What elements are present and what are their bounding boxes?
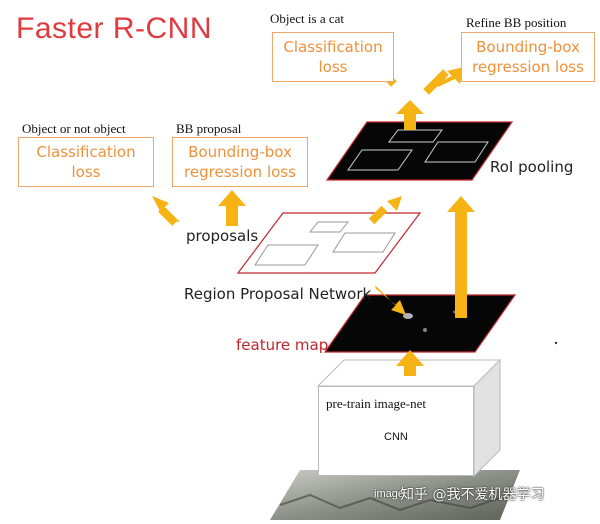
arrow-proposals-to-roi-shaft	[368, 205, 388, 225]
roi-box	[388, 129, 443, 143]
bbox-regression-loss-box-rpn: Bounding-box regression loss	[172, 137, 308, 187]
rpn-label: Region Proposal Network	[184, 285, 372, 303]
arrow-proposals-to-bb-loss	[218, 190, 246, 226]
page-title: Faster R-CNN	[16, 12, 213, 45]
roi-box	[424, 141, 489, 163]
arrow-proposals-to-roi	[376, 196, 402, 222]
cnn-block-side	[473, 358, 501, 478]
watermark: 知乎 @我不爱机器学习	[400, 487, 545, 503]
reg-caption-top: Refine BB position	[466, 15, 567, 30]
feature-map-plane	[323, 294, 517, 353]
proposals-label: proposals	[186, 227, 259, 245]
proposals-plane	[236, 212, 422, 274]
image-label: image	[374, 488, 404, 500]
feature-map-label: feature map	[236, 336, 329, 354]
proposal-box	[308, 221, 350, 233]
classification-loss-line2: loss	[318, 58, 348, 76]
arrow-roi-to-bb-loss-shaft	[423, 69, 449, 95]
feature-map-activation	[423, 328, 427, 332]
reg-caption-rpn: BB proposal	[176, 121, 242, 136]
proposal-box	[254, 244, 319, 266]
classification-loss-box-top: Classification loss	[272, 32, 394, 82]
classification-loss-box-rpn: Classification loss	[18, 137, 154, 187]
input-image-texture	[279, 493, 501, 512]
cnn-block	[318, 386, 474, 476]
cnn-label: CNN	[384, 431, 408, 443]
bbox-regression-loss-box-top: Bounding-box regression loss	[461, 32, 595, 82]
arrow-proposals-to-cls-loss-shaft	[158, 206, 178, 226]
input-image-plane	[270, 470, 520, 520]
cnn-caption: pre-train image-net	[326, 396, 426, 411]
arrow-roi-to-top-loss	[396, 100, 424, 130]
classification-loss-line1: Classification	[283, 38, 383, 56]
rpn-cls-loss-line2: loss	[71, 163, 101, 181]
rpn-cls-loss-line1: Classification	[36, 143, 136, 161]
arrow-cnn-to-feature-map	[396, 350, 424, 376]
rpn-bbox-loss-line1: Bounding-box	[188, 143, 292, 161]
bbox-loss-line2: regression loss	[472, 58, 584, 76]
arrow-rpn-to-feature-map	[375, 285, 406, 315]
bbox-loss-line1: Bounding-box	[476, 38, 580, 56]
roi-pooling-plane	[325, 121, 514, 181]
roi-pooling-label: RoI pooling	[490, 158, 574, 176]
roi-box	[347, 149, 413, 171]
cls-caption-top: Object is a cat	[270, 11, 344, 26]
arrow-feature-map-to-roi	[447, 196, 475, 318]
proposal-box	[332, 232, 396, 253]
stray-dot	[554, 341, 558, 345]
rpn-bbox-loss-line2: regression loss	[184, 163, 296, 181]
cls-caption-rpn: Object or not object	[22, 121, 126, 136]
